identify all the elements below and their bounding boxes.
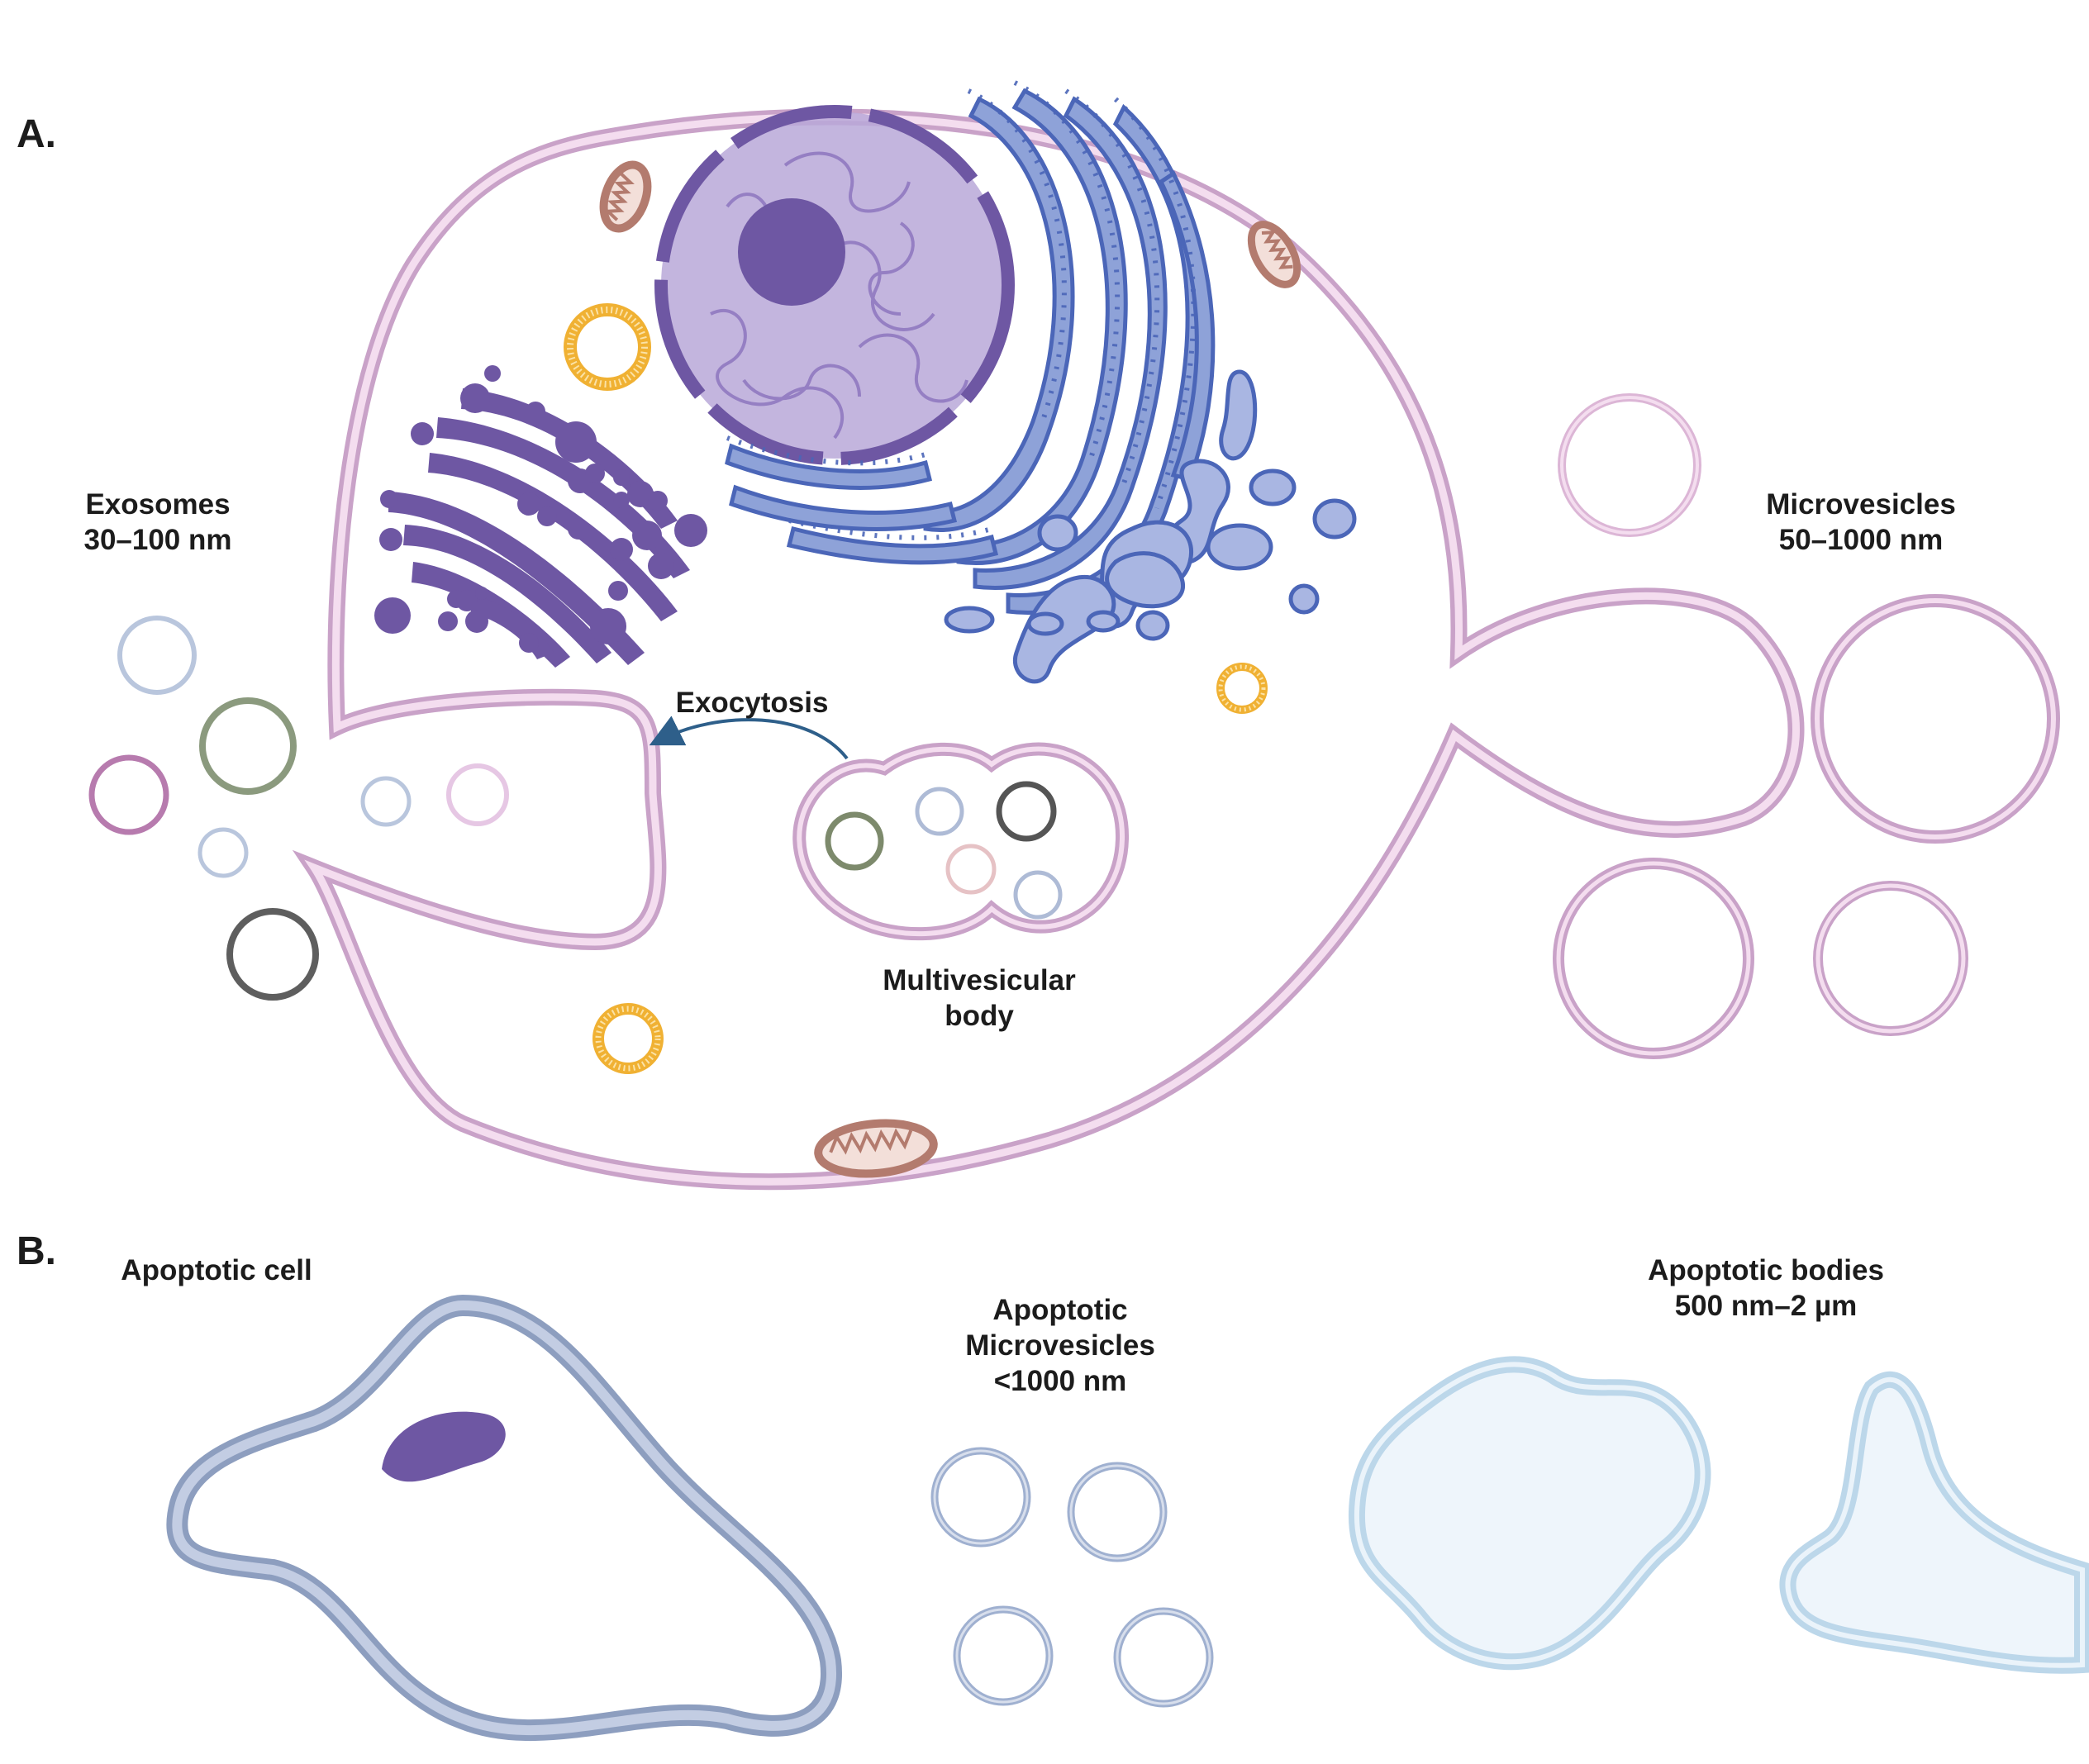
microvesicle [1811,594,2060,844]
exocytosis-arrow [649,716,849,760]
microvesicle [1813,881,1968,1036]
mitochondrion-2 [1247,221,1301,288]
panel-b-letter: B. [17,1229,56,1273]
mvb-label: Multivesicular [883,964,1076,996]
exocytosis-label: Exocytosis [676,687,829,719]
mvb-vesicle-blue-2 [1013,870,1063,920]
apoptotic-microvesicles-label-line2: Microvesicles [965,1329,1155,1362]
apoptotic-body [1348,1356,1711,1671]
mvb-vesicle-dark [996,781,1057,842]
microvesicles [1553,393,2060,1059]
apoptotic-microvesicle [1113,1607,1214,1708]
condensed-nucleus [382,1411,506,1482]
apoptotic-bodies-label: Apoptotic bodies [1648,1254,1884,1286]
exosome [446,763,509,826]
smooth-er [944,369,1357,684]
rough-er [725,88,1216,615]
microvesicle [1558,393,1701,537]
mitochondrion-1 [599,160,652,233]
nucleolus [738,198,845,306]
mvb-vesicle-blue-1 [915,787,964,836]
apoptotic-microvesicle [930,1447,1031,1548]
exosomes-label: Exosomes [85,488,230,521]
exosome [88,754,169,835]
microvesicles-label: Microvesicles [1766,488,1956,521]
multivesicular-body [792,742,1130,941]
lysosome-3 [592,1003,664,1074]
mitochondrion-3 [814,1119,938,1178]
exosomes-size-label: 30–100 nm [83,524,231,556]
microvesicle [1553,858,1754,1059]
apoptotic-bodies [1348,1356,2089,1674]
apoptotic-microvesicles-size-label: <1000 nm [994,1365,1127,1397]
panel-b: B. Apoptotic cell Apoptotic Microvesicle… [17,1229,2089,1742]
mvb-vesicle-pink [945,844,997,895]
exosome [226,908,319,1001]
nucleus [654,105,1015,465]
mvb-vesicle-green [825,811,884,871]
panel-a: A. [17,80,2060,1191]
apoptotic-microvesicle [1067,1462,1168,1562]
ribosomes [726,80,1197,540]
apoptotic-cell [166,1294,842,1742]
apoptotic-microvesicles [930,1447,1214,1708]
panel-a-letter: A. [17,112,56,156]
exosome [197,827,249,878]
apoptotic-bodies-size-label: 500 nm–2 µm [1675,1290,1858,1322]
exosomes [88,616,509,1001]
apoptotic-cell-label: Apoptotic cell [121,1254,312,1286]
exosome [117,616,197,695]
lysosome-2 [1216,663,1268,714]
apoptotic-body [1779,1371,2089,1674]
exosome [199,697,297,795]
apoptotic-microvesicles-label: Apoptotic [992,1294,1127,1326]
mvb-label-line2: body [945,1000,1014,1032]
exosome [360,776,412,827]
golgi-apparatus [374,365,707,668]
lysosome-1 [564,303,651,391]
apoptotic-microvesicle [953,1605,1054,1706]
microvesicles-size-label: 50–1000 nm [1779,524,1943,556]
